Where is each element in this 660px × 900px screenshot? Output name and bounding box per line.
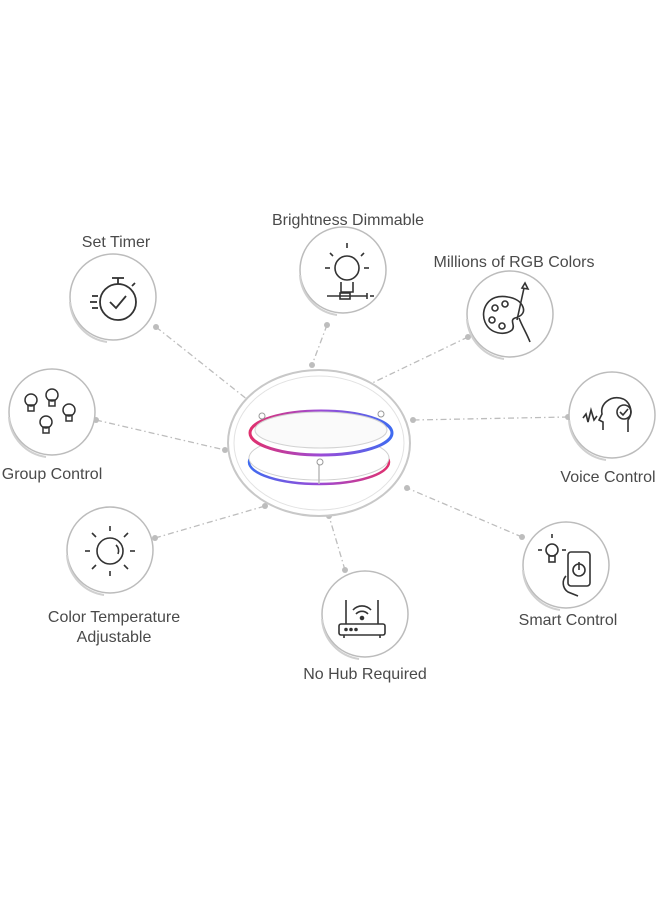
group-node (8, 368, 96, 458)
ceiling-light-icon (227, 369, 411, 517)
group-label: Group Control (1, 466, 103, 483)
hub-label: No Hub Required (303, 666, 427, 683)
connector-smart (406, 487, 523, 538)
voice-head-icon (582, 396, 632, 432)
stopwatch-icon (90, 277, 137, 321)
smart-label: Smart Control (518, 612, 618, 629)
timer-node (69, 253, 157, 343)
smart-node (522, 521, 610, 611)
connector-rgb (367, 336, 469, 386)
hub-node (321, 570, 409, 660)
brightness-node (299, 226, 387, 316)
connector-group (95, 419, 226, 451)
rgb-label: Millions of RGB Colors (433, 254, 595, 271)
brightness-label: Brightness Dimmable (271, 212, 425, 229)
rgb-node (466, 270, 554, 360)
connector-temperature (154, 505, 266, 539)
temperature-label-line1: Color Temperature (47, 609, 181, 626)
temperature-node (66, 506, 154, 596)
sun-icon (85, 526, 135, 576)
light-bulbs-icon (24, 388, 76, 434)
brightness-slider-icon (325, 243, 374, 300)
timer-label: Set Timer (81, 234, 151, 251)
temperature-label-line2: Adjustable (76, 629, 152, 646)
smartphone-bulb-icon (538, 534, 591, 597)
connector-voice (412, 416, 569, 421)
voice-node (568, 371, 656, 461)
paint-palette-icon (482, 281, 531, 343)
wifi-router-icon (338, 600, 386, 638)
connector-brightness (311, 324, 328, 366)
connector-timer (155, 326, 249, 401)
connector-lines (95, 324, 569, 571)
voice-label: Voice Control (560, 469, 656, 486)
connector-hub (328, 515, 346, 571)
